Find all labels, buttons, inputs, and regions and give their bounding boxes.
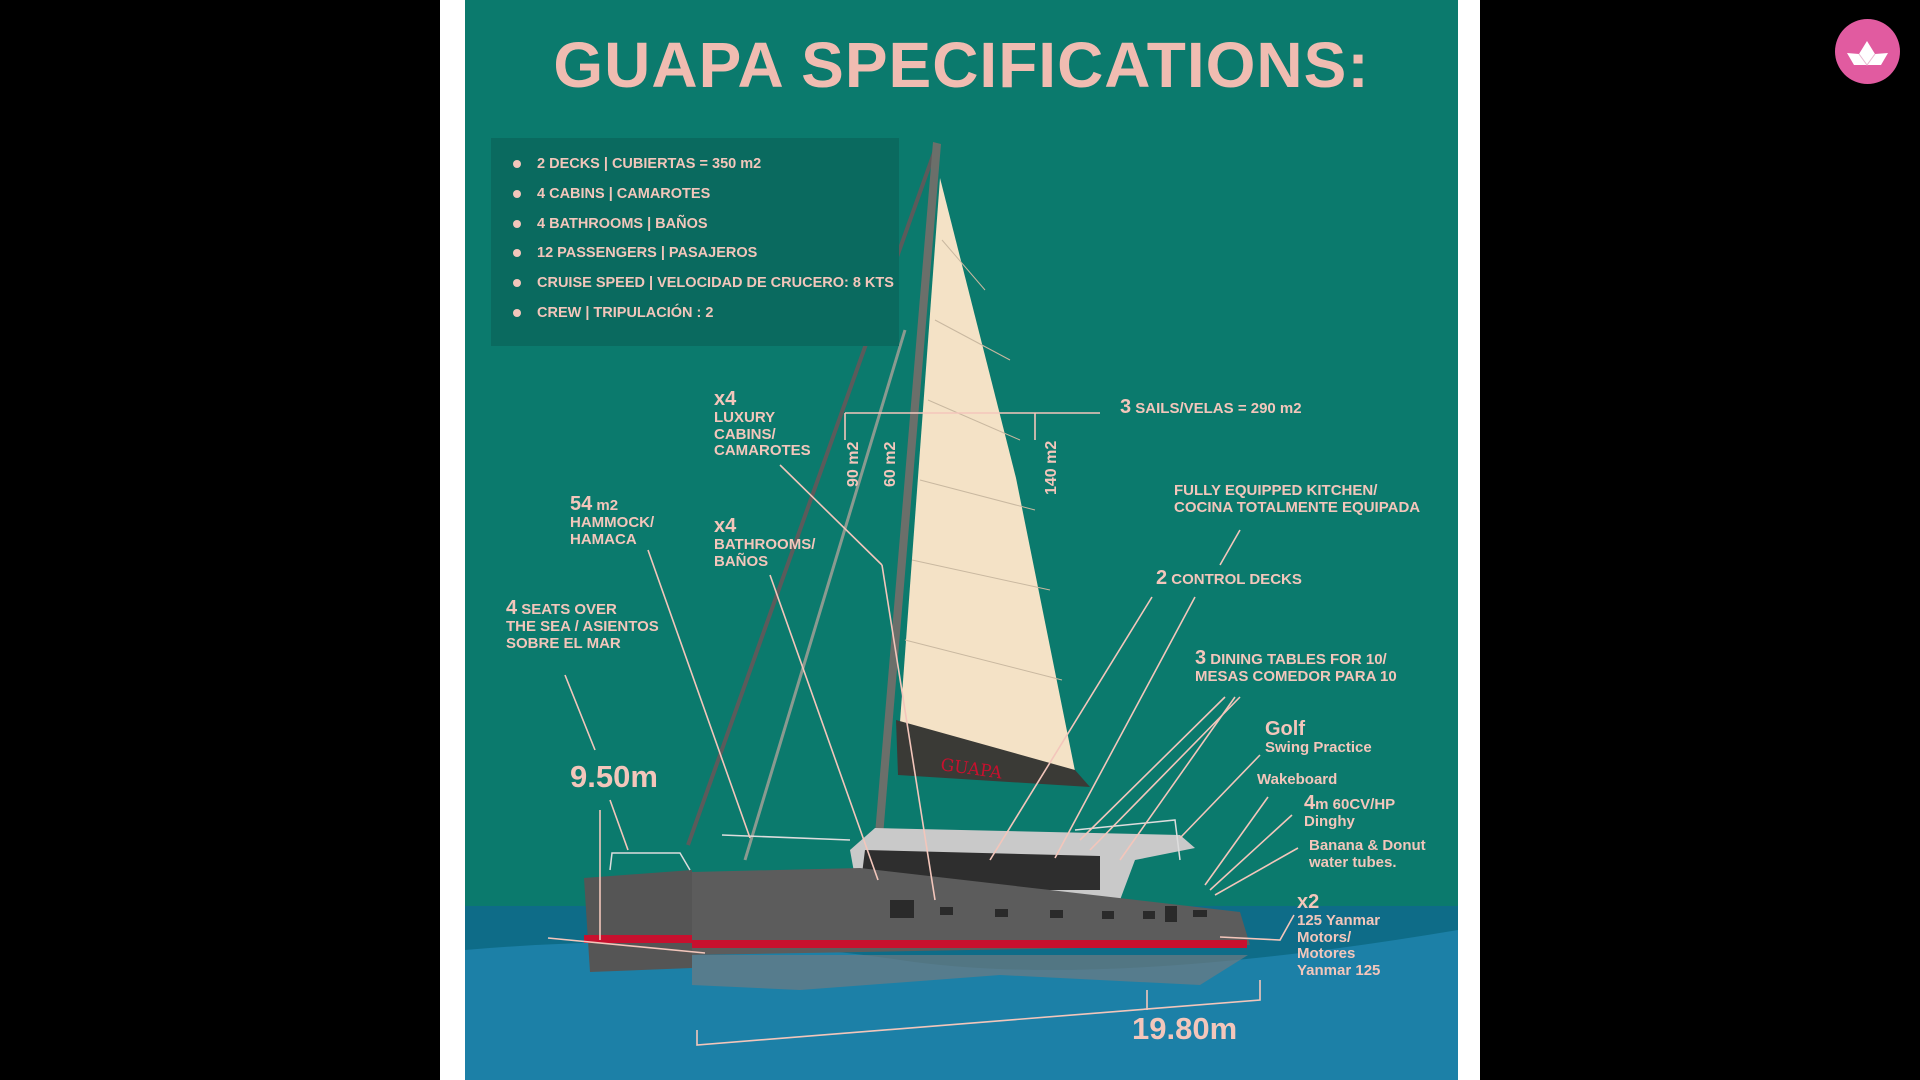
motors-count: x2 — [1297, 891, 1320, 913]
bathrooms-count: x4 — [714, 515, 737, 537]
label-dinghy: 4m 60CV/HP Dinghy — [1304, 792, 1395, 831]
spec-item: 12 PASSENGERS | PASAJEROS — [513, 245, 757, 261]
specs-panel: 2 DECKS | CUBIERTAS = 350 m2 4 CABINS | … — [491, 138, 899, 346]
label-line: HAMMOCK/ — [570, 514, 655, 531]
spec-item: 4 CABINS | CAMAROTES — [513, 186, 710, 202]
rear-hull — [584, 870, 692, 972]
rear-stripe — [584, 935, 694, 943]
annotation-lines — [547, 412, 1299, 1046]
label-line: BATHROOMS/ — [714, 536, 816, 553]
dining-count: 3 — [1195, 647, 1207, 669]
label-water-tubes: Banana & Donut water tubes. — [1309, 837, 1426, 871]
golf-title: Golf — [1265, 718, 1305, 740]
paper-boat-icon[interactable] — [1835, 19, 1900, 84]
label-motors: x2 125 Yanmar Motors/ Motores Yanmar 125 — [1297, 891, 1380, 979]
label-line: SOBRE EL MAR — [506, 634, 621, 652]
hull-underwater — [692, 955, 1248, 990]
label-line: LUXURY — [714, 409, 776, 426]
label-bathrooms: x4 BATHROOMS/ BAÑOS — [714, 515, 815, 570]
paper-boat-glyph — [1847, 41, 1888, 66]
stay — [743, 329, 907, 861]
label-kitchen: FULLY EQUIPPED KITCHEN/ COCINA TOTALMENT… — [1174, 482, 1421, 516]
spec-text: 4 BATHROOMS | BAÑOS — [537, 216, 708, 232]
mainsail — [900, 178, 1075, 771]
length-dimension: 19.80m — [1132, 1011, 1238, 1046]
spec-text: CREW | TRIPULACIÓN : 2 — [537, 305, 714, 321]
label-line: 125 Yanmar — [1297, 912, 1381, 929]
sail-seams — [904, 239, 1063, 681]
hammock-area: 54 — [570, 493, 593, 515]
specifications-poster: GUAPA GUAPA SPECIFICATIO — [465, 0, 1458, 1080]
seats-count: 4 — [506, 597, 518, 619]
label-line: BAÑOS — [714, 552, 769, 570]
label-sails: 3 SAILS/VELAS = 290 m2 — [1120, 396, 1302, 418]
label-golf: Golf Swing Practice — [1265, 718, 1372, 757]
label-line: COCINA TOTALMENTE EQUIPADA — [1174, 498, 1421, 516]
portholes — [890, 900, 1207, 922]
spec-text: 4 CABINS | CAMAROTES — [537, 186, 711, 202]
spec-item: CREW | TRIPULACIÓN : 2 — [513, 305, 713, 321]
control-count: 2 — [1156, 567, 1168, 589]
page-title: GUAPA SPECIFICATIONS: — [553, 29, 1370, 101]
label-line: MESAS COMEDOR PARA 10 — [1195, 668, 1397, 685]
bullet-icon — [513, 160, 521, 169]
control-text: CONTROL DECKS — [1171, 571, 1302, 588]
bullet-icon — [513, 309, 521, 318]
catamaran-illustration: GUAPA — [465, 142, 1458, 1080]
bullet-icon — [513, 220, 521, 229]
bullet-icon — [513, 249, 521, 258]
label-dining: 3 DINING TABLES FOR 10/ MESAS COMEDOR PA… — [1195, 647, 1397, 686]
label-control-decks: 2 CONTROL DECKS — [1156, 567, 1302, 589]
railings — [609, 819, 1181, 871]
label-line: Banana & Donut — [1309, 837, 1426, 854]
spec-text: 2 DECKS | CUBIERTAS = 350 m2 — [537, 156, 762, 172]
label-line: Motores — [1297, 945, 1356, 962]
bullet-icon — [513, 279, 521, 288]
golf-sub: Swing Practice — [1265, 739, 1372, 756]
label-line: FULLY EQUIPPED KITCHEN/ — [1174, 482, 1378, 499]
spec-text: 12 PASSENGERS | PASAJEROS — [537, 245, 758, 261]
spec-item: CRUISE SPEED | VELOCIDAD DE CRUCERO: 8 K… — [513, 275, 894, 291]
label-luxury-cabins: x4 LUXURY CABINS/ CAMAROTES — [714, 388, 811, 460]
dinghy-sub: Dinghy — [1304, 813, 1355, 830]
label-line: SEATS OVER — [521, 601, 617, 618]
boom-cover — [896, 720, 1090, 787]
sail-area-2: 60 m2 — [882, 441, 899, 487]
spec-item: 4 BATHROOMS | BAÑOS — [513, 216, 708, 232]
sail-area-1: 90 m2 — [845, 441, 862, 487]
label-line: Yanmar 125 — [1297, 961, 1381, 979]
sails-count: 3 — [1120, 396, 1132, 418]
dinghy-size: 4 — [1304, 792, 1316, 814]
main-hull — [692, 868, 1250, 955]
dinghy-unit: m 60CV/HP — [1315, 796, 1396, 813]
label-wakeboard: Wakeboard — [1257, 771, 1338, 788]
cabins-count: x4 — [714, 388, 737, 410]
beam-dimension: 9.50m — [570, 759, 658, 794]
label-line: CAMAROTES — [714, 442, 811, 459]
bullet-icon — [513, 190, 521, 199]
label-seats: 4 SEATS OVER THE SEA / ASIENTOS SOBRE EL… — [506, 597, 659, 652]
hammock-unit: m2 — [596, 497, 619, 514]
label-line: HAMACA — [570, 530, 637, 548]
sail-area-3: 140 m2 — [1043, 440, 1060, 495]
label-line: CABINS/ — [714, 425, 776, 443]
label-hammock: 54 m2 HAMMOCK/ HAMACA — [570, 493, 654, 548]
mast — [874, 142, 941, 848]
label-line: Motors/ — [1297, 928, 1352, 946]
spec-item: 2 DECKS | CUBIERTAS = 350 m2 — [513, 156, 761, 172]
label-line: DINING TABLES FOR 10/ — [1210, 651, 1387, 668]
hull-stripe — [692, 940, 1247, 948]
label-line: water tubes. — [1309, 853, 1397, 871]
sails-text: SAILS/VELAS = 290 m2 — [1135, 400, 1302, 417]
spec-text: CRUISE SPEED | VELOCIDAD DE CRUCERO: 8 K… — [537, 275, 894, 291]
label-line: THE SEA / ASIENTOS — [506, 618, 659, 635]
